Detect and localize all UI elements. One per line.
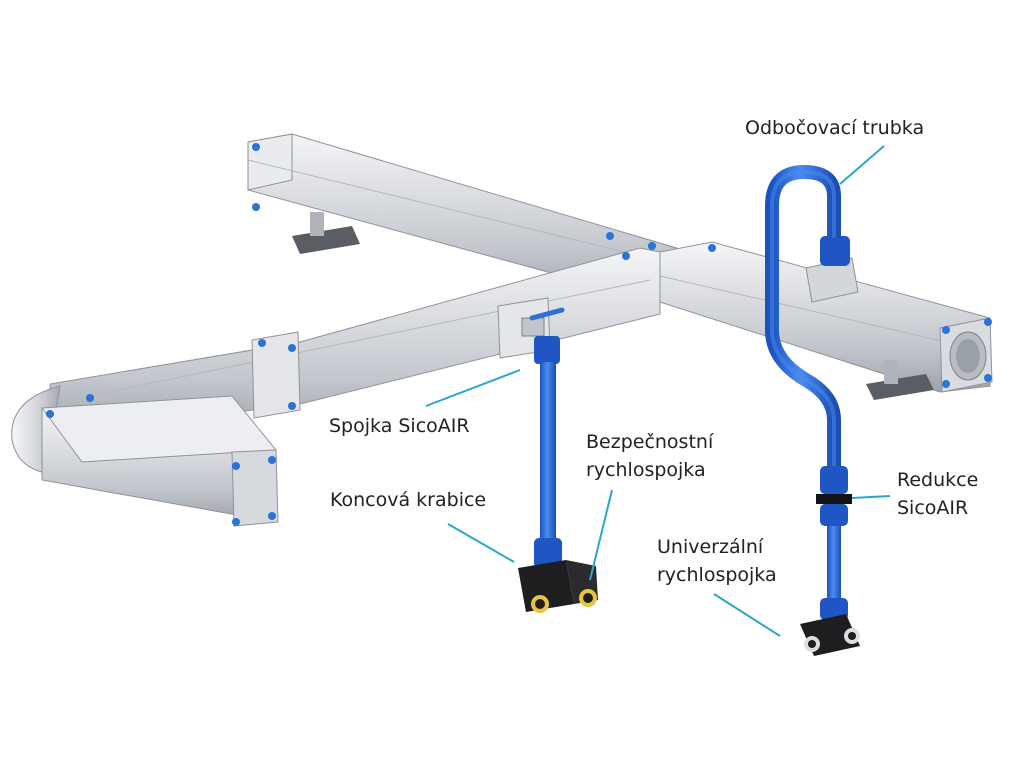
label-odbocovaci-trubka: Odbočovací trubka [745,114,924,142]
label-spojka-sicoair: Spojka SicoAIR [329,412,470,440]
end-box-pipe [41,394,279,527]
label-koncova-krabice: Koncová krabice [330,486,486,514]
drop-hose-left [518,307,598,613]
label-line: Odbočovací trubka [745,117,925,139]
label-redukce-sicoair: Redukce SicoAIR [897,466,978,522]
label-line: SicoAIR [897,497,969,519]
label-line: Bezpečnostní [586,431,714,453]
label-bezpecnostni-rychlospojka: Bezpečnostní rychlospojka [586,428,713,484]
leader-spojka [425,369,521,407]
leader-lines [425,145,891,637]
leader-univerzalni [713,593,781,637]
label-line: Redukce [897,469,979,491]
label-line: Univerzální [657,536,764,558]
label-univerzalni-rychlospojka: Univerzální rychlospojka [657,533,777,589]
leader-odbocovaci [839,145,885,185]
leader-bezpecnostni [589,489,613,581]
label-line: Spojka SicoAIR [329,415,470,437]
main-pipe-right [659,241,993,400]
label-line: rychlospojka [657,564,777,586]
leader-redukce [851,495,891,499]
main-pipe-back [247,133,691,301]
label-line: Koncová krabice [330,489,487,511]
leader-koncova [447,523,515,563]
drop-hose-right [765,164,860,656]
label-line: rychlospojka [586,459,706,481]
